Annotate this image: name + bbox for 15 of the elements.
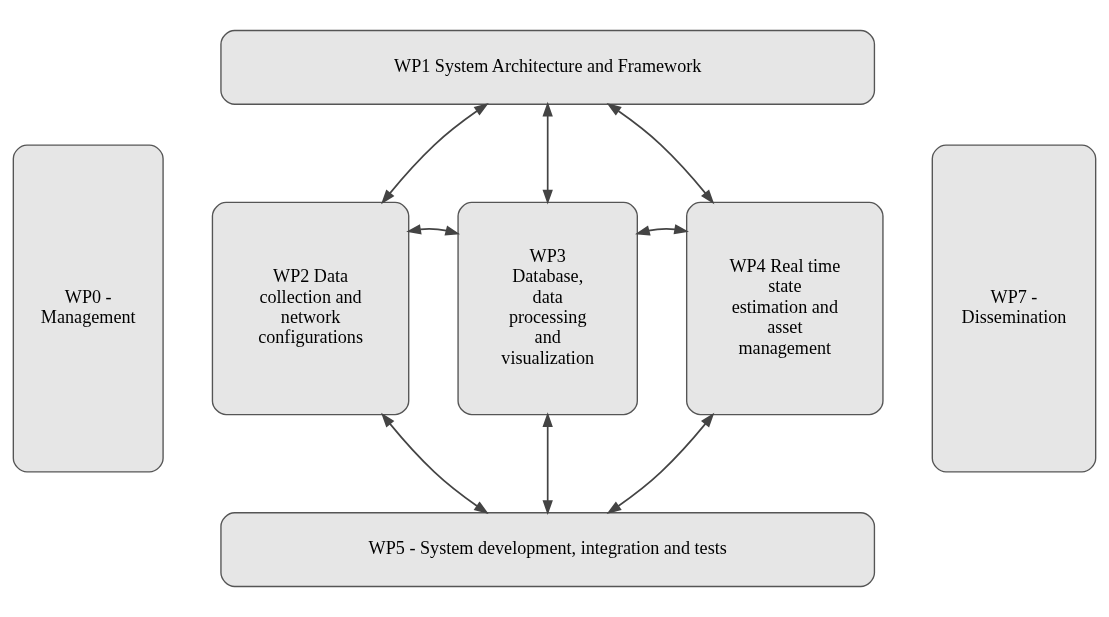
arrow <box>606 103 715 205</box>
arrow <box>542 412 553 516</box>
node-box: WP2 Data collection and network configurations <box>211 201 410 416</box>
arrow <box>606 412 715 514</box>
arrow <box>542 101 553 205</box>
arrow <box>381 103 489 205</box>
node-box: WP0 - Management <box>12 144 164 473</box>
node-box: WP5 - System development, integration and tests <box>220 512 876 588</box>
arrow <box>381 412 489 514</box>
arrow <box>635 224 689 236</box>
node-box: WP3 Database, data processing and visualization <box>457 201 638 416</box>
node-box: WP7 - Dissemination <box>931 144 1097 473</box>
node-box: WP1 System Architecture and Framework <box>220 29 876 105</box>
node-box: WP4 Real time state estimation and asset management <box>686 201 884 416</box>
arrow <box>406 224 461 236</box>
